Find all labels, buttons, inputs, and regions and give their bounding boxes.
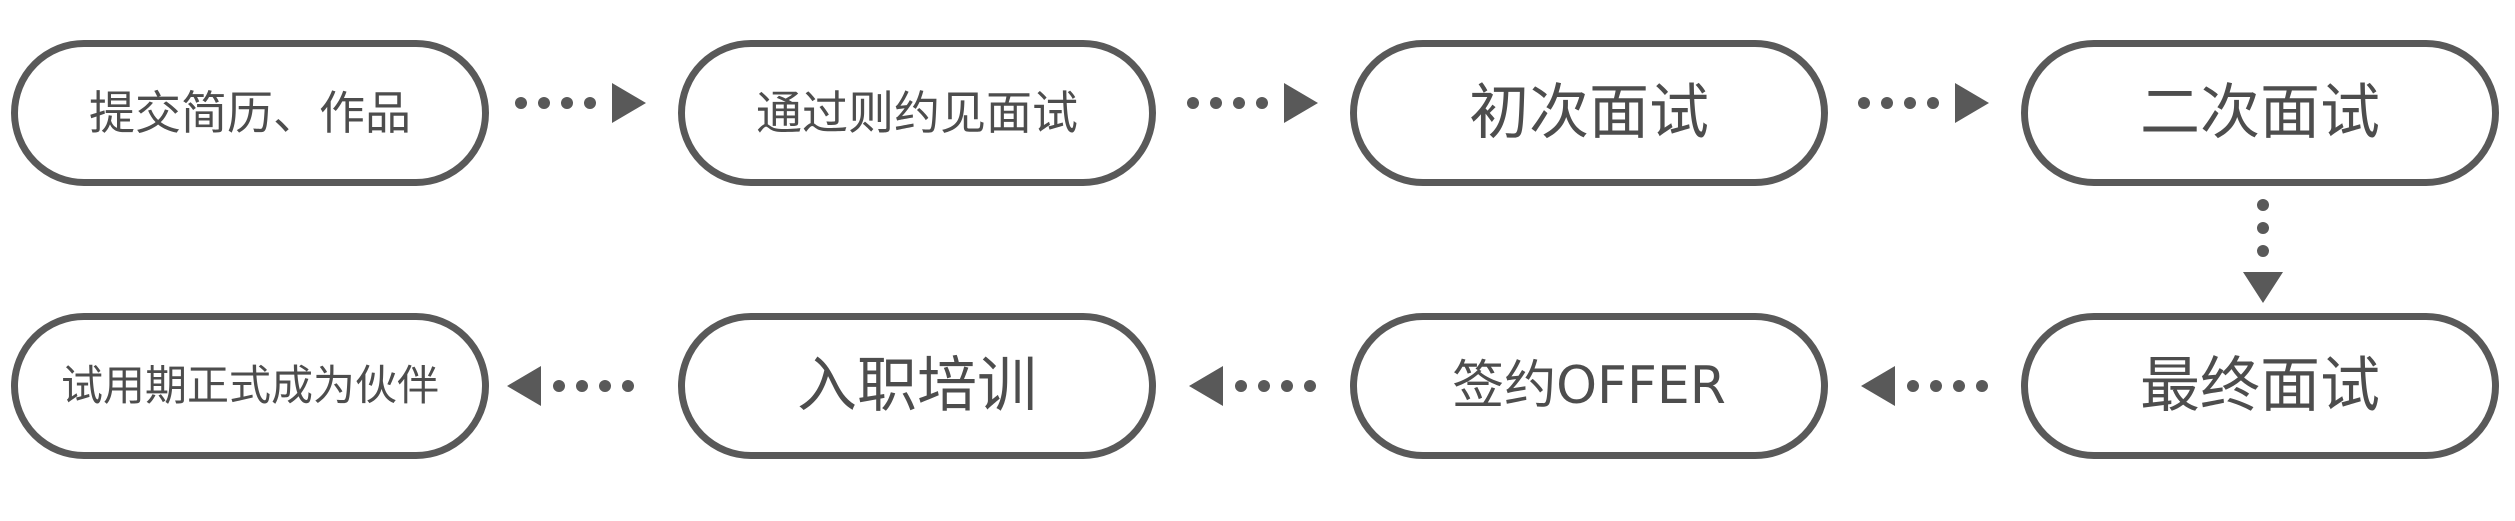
step-label: 试用期正式成为伙伴 (60, 361, 439, 410)
step-submit-resume: 提交简历、作品 (11, 40, 489, 186)
arrow-right-2 (1187, 83, 1318, 123)
arrow-down (2243, 199, 2283, 303)
step-label: 提交简历、作品 (89, 86, 411, 140)
step-second-interview: 二次面试 (2021, 40, 2499, 186)
step-first-interview: 初次面试 (1350, 40, 1828, 186)
step-label: 通过则约见面试 (756, 86, 1078, 140)
step-label: 初次面试 (1469, 78, 1709, 148)
step-label: 签约OFFER (1452, 356, 1726, 416)
step-probation-partner: 试用期正式成为伙伴 (11, 313, 489, 459)
step-label: 二次面试 (2140, 78, 2380, 148)
step-label: 最终面试 (2140, 351, 2380, 421)
arrow-right-3 (1858, 83, 1989, 123)
step-label: 入职培训 (797, 351, 1037, 421)
arrow-left-2 (1189, 366, 1316, 406)
step-sign-offer: 签约OFFER (1350, 313, 1828, 459)
arrow-right-1 (515, 83, 646, 123)
arrow-left-1 (1861, 366, 1988, 406)
step-interview-invite: 通过则约见面试 (678, 40, 1156, 186)
step-final-interview: 最终面试 (2021, 313, 2499, 459)
step-onboarding-training: 入职培训 (678, 313, 1156, 459)
arrow-left-3 (507, 366, 634, 406)
